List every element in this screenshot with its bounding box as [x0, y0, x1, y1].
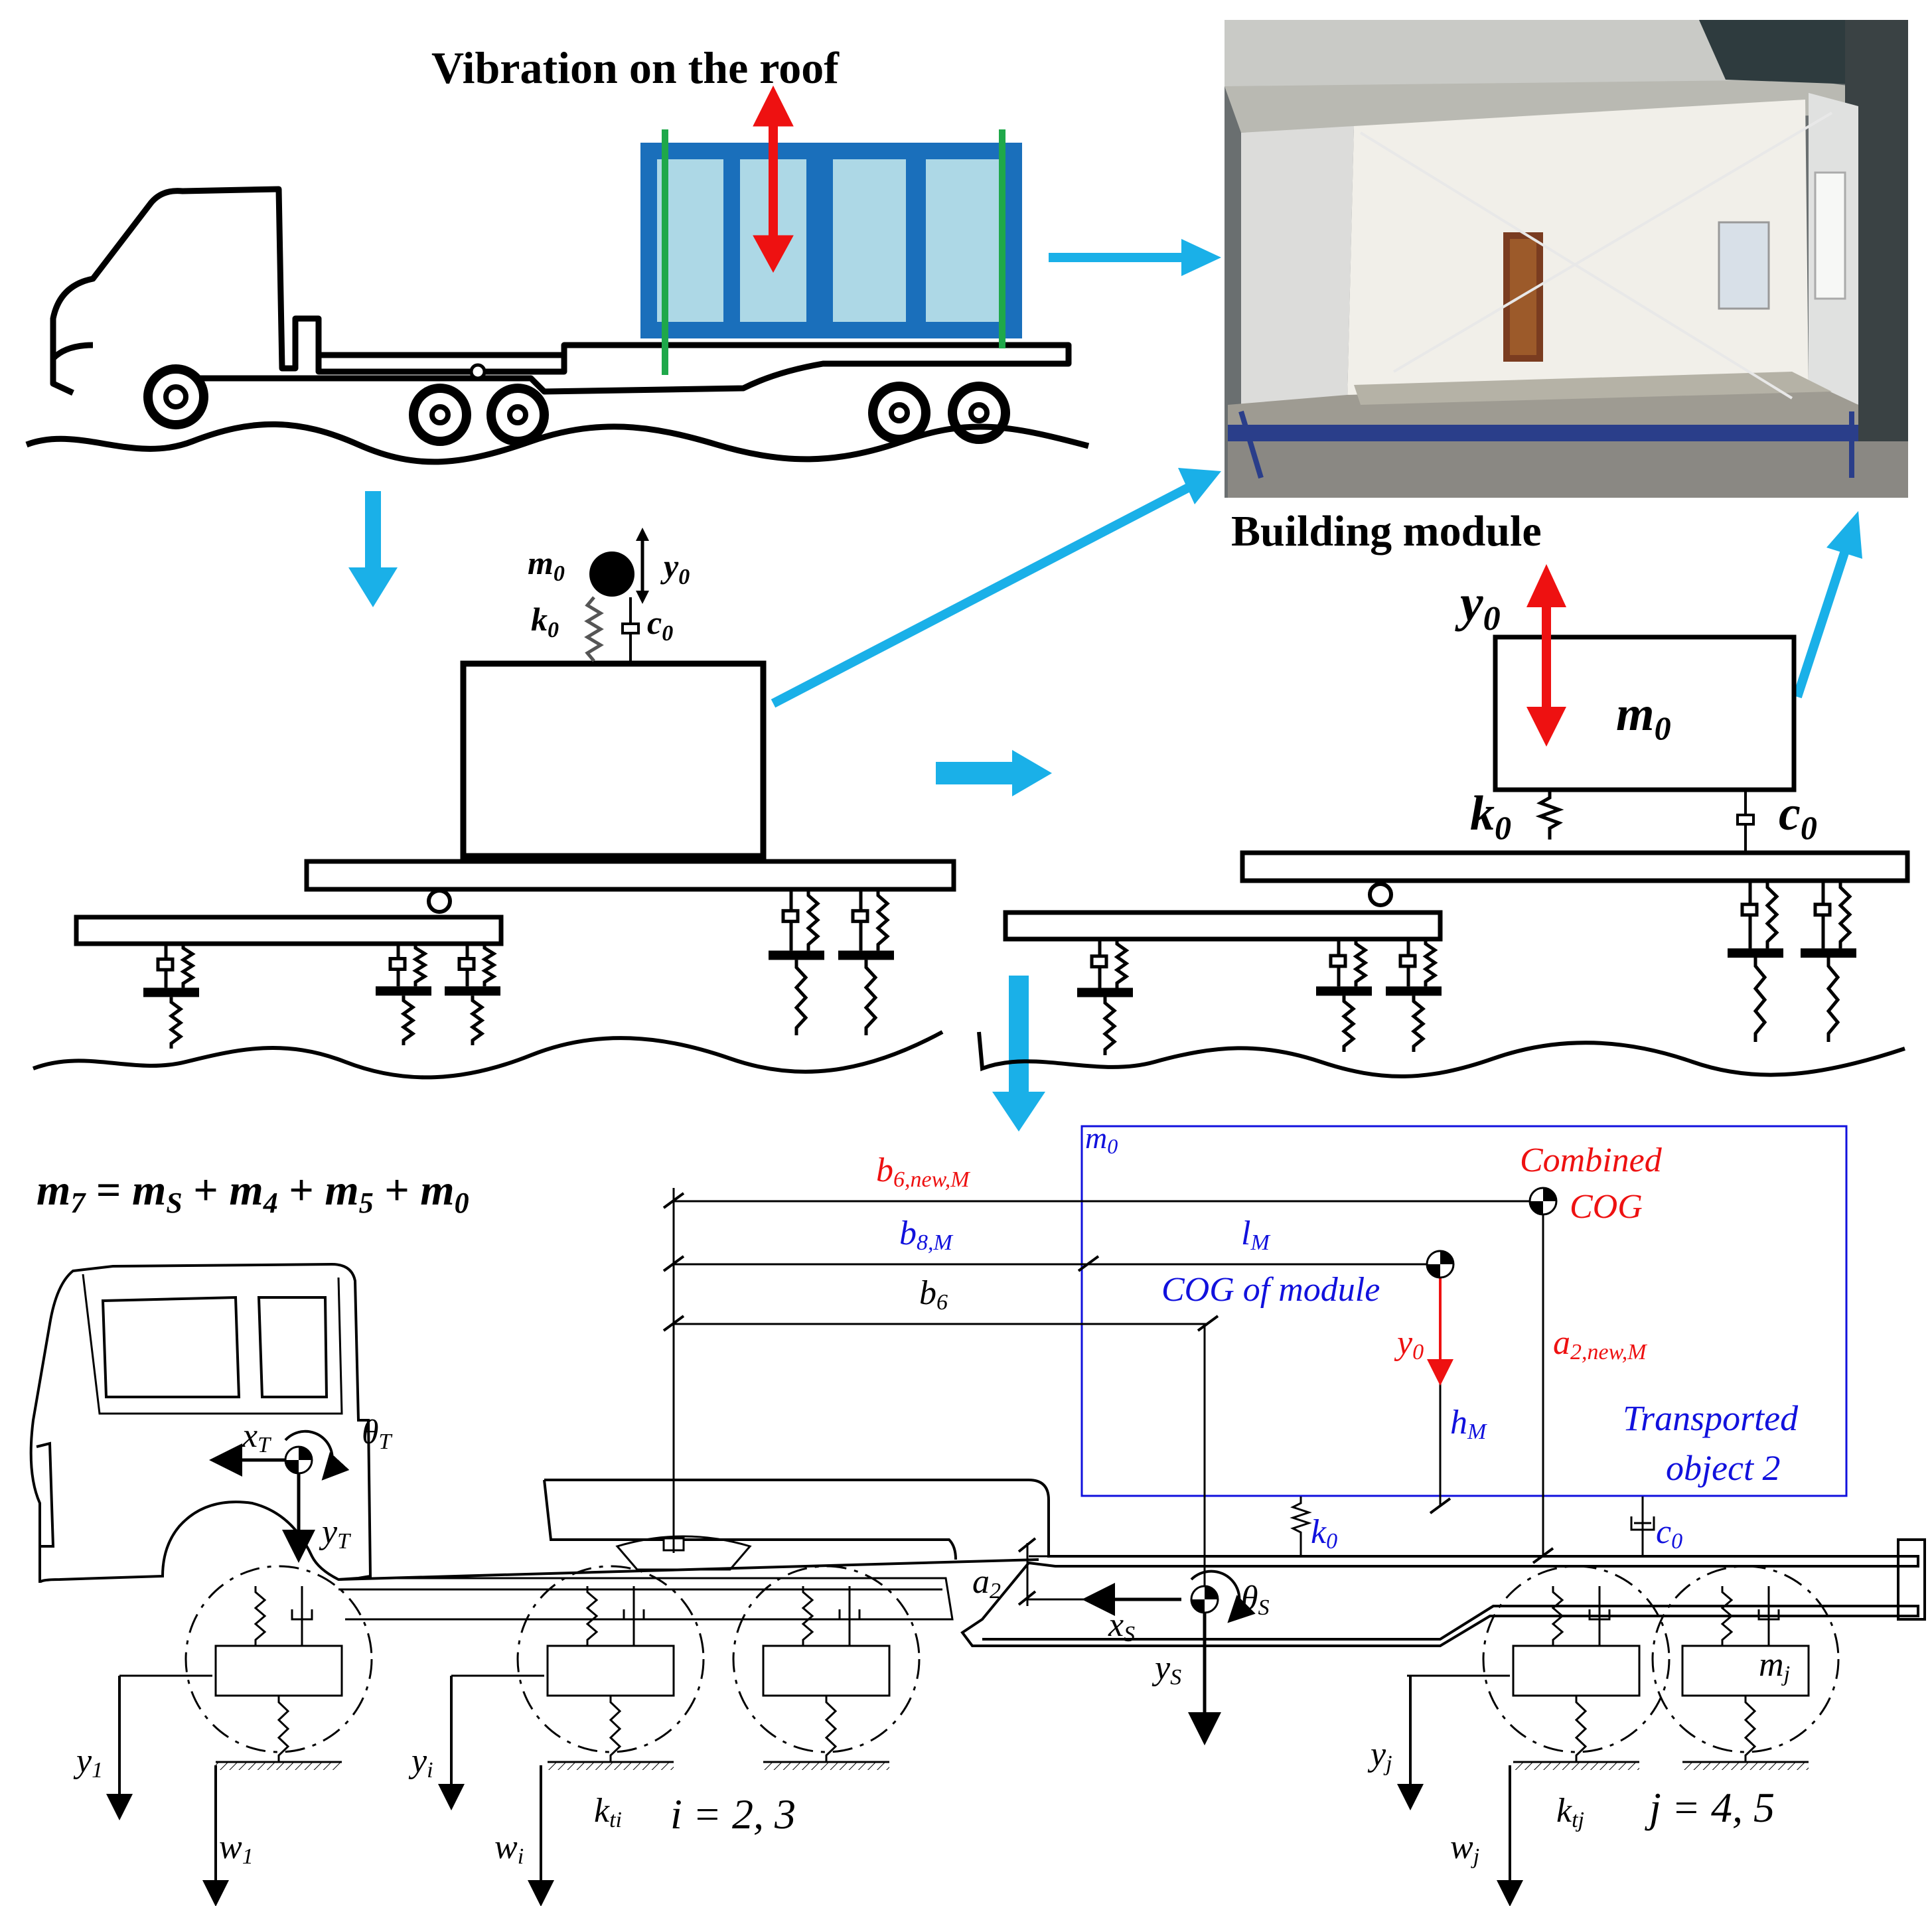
label-xS: xS	[1108, 1606, 1135, 1647]
trailer-frame	[544, 1479, 1919, 1647]
truck-illustration	[25, 186, 1090, 465]
wheel-unit	[185, 1565, 373, 1770]
label-wi: wi	[494, 1828, 524, 1869]
label-kti: kti	[594, 1792, 622, 1832]
mid-c0: c0	[647, 604, 673, 646]
label-cog: COG	[1570, 1188, 1643, 1226]
label-cog-module: COG of module	[1161, 1271, 1380, 1309]
wheel-unit	[1651, 1565, 1840, 1770]
label-y0: y0	[1394, 1324, 1424, 1364]
label-thetaT: θT	[362, 1414, 393, 1454]
label-lM: lM	[1241, 1214, 1270, 1255]
label-yS: yS	[1152, 1649, 1181, 1690]
container	[640, 85, 1022, 375]
label-y1: y1	[73, 1742, 103, 1783]
label-b6: b6	[919, 1274, 948, 1315]
suspension-unit	[445, 944, 500, 1045]
mid-right-c0: c0	[1779, 786, 1817, 846]
label-a2: a2	[972, 1563, 1001, 1603]
mid-k0: k0	[531, 601, 559, 642]
mid-y0: y0	[660, 548, 690, 589]
suspension-unit	[769, 889, 824, 1035]
mid-right-red-arrow	[1526, 564, 1566, 747]
label-mj: mj	[1759, 1646, 1790, 1686]
tractor-cab	[29, 1262, 372, 1583]
label-b6-new-M: b6,new,M	[876, 1151, 970, 1192]
mid-right-k0: k0	[1470, 786, 1511, 846]
label-yT: yT	[319, 1513, 351, 1554]
m0-ball	[589, 551, 634, 597]
wheel-unit	[732, 1565, 921, 1770]
suspension-unit	[376, 944, 431, 1045]
label-combined: Combined	[1520, 1141, 1663, 1179]
mid-right-road	[977, 1031, 1905, 1078]
suspension-unit	[1077, 939, 1133, 1055]
cog-symbol-icon	[284, 1445, 313, 1475]
flow-arrows	[348, 239, 1862, 1132]
label-k0: k0	[1311, 1513, 1337, 1554]
label-i-range: i = 2, 3	[670, 1791, 796, 1838]
mid-right-y0: y0	[1455, 574, 1501, 638]
bottom-drawing	[29, 1125, 1926, 1906]
mid-left-road	[32, 1030, 944, 1080]
vibration-arrow-red	[753, 85, 794, 273]
cog-symbol-icon	[1528, 1187, 1558, 1216]
wheel-unit	[1482, 1565, 1671, 1770]
truck-cab-front	[50, 342, 94, 361]
cog-symbols	[284, 1187, 1558, 1614]
truck-wheels	[143, 364, 1010, 446]
mass-equation: m7 = mS + m4 + m5 + m0	[37, 1166, 469, 1219]
cog-symbol-icon	[1426, 1250, 1455, 1279]
cog-symbol-icon	[1190, 1585, 1219, 1614]
truck-cab	[50, 186, 1072, 396]
label-transported-1: Transported	[1623, 1398, 1799, 1438]
suspension-unit	[143, 944, 199, 1049]
label-transported-2: object 2	[1666, 1448, 1780, 1488]
road-top	[25, 421, 1090, 465]
label-module-mass: m0	[1085, 1121, 1118, 1158]
label-wj: wj	[1450, 1828, 1479, 1869]
building-module-photo	[1225, 20, 1908, 498]
suspension-unit	[1728, 881, 1783, 1042]
label-a2-new-M: a2,new,M	[1553, 1324, 1647, 1364]
label-b8-M: b8,M	[899, 1214, 954, 1255]
label-j-range: j = 4, 5	[1645, 1784, 1775, 1831]
label-w1: w1	[219, 1828, 254, 1869]
suspension-unit	[838, 889, 894, 1035]
label-yj: yj	[1367, 1735, 1392, 1776]
mid-left-model	[32, 528, 956, 1080]
wheel-unit	[516, 1565, 705, 1770]
label-hM: hM	[1450, 1404, 1487, 1444]
mid-m0: m0	[528, 544, 565, 586]
suspension-unit	[1316, 939, 1372, 1052]
label-c0: c0	[1656, 1513, 1682, 1554]
mid-right-model	[977, 564, 1910, 1078]
mid-right-suspensions	[1077, 881, 1856, 1055]
label-yi: yi	[408, 1742, 433, 1783]
transported-object-box	[1080, 1125, 1848, 1497]
title-vibration-on-roof: Vibration on the roof	[431, 42, 840, 93]
bottom-wheel-units	[185, 1565, 1840, 1770]
label-thetaS: θS	[1241, 1579, 1270, 1620]
label-ktj: ktj	[1556, 1792, 1584, 1832]
suspension-unit	[1386, 939, 1442, 1052]
mid-right-m0: m0	[1616, 687, 1671, 747]
suspension-unit	[1801, 881, 1856, 1042]
mid-left-suspensions	[143, 889, 894, 1049]
caption-building-module: Building module	[1231, 507, 1542, 555]
label-xT: xT	[242, 1417, 271, 1457]
